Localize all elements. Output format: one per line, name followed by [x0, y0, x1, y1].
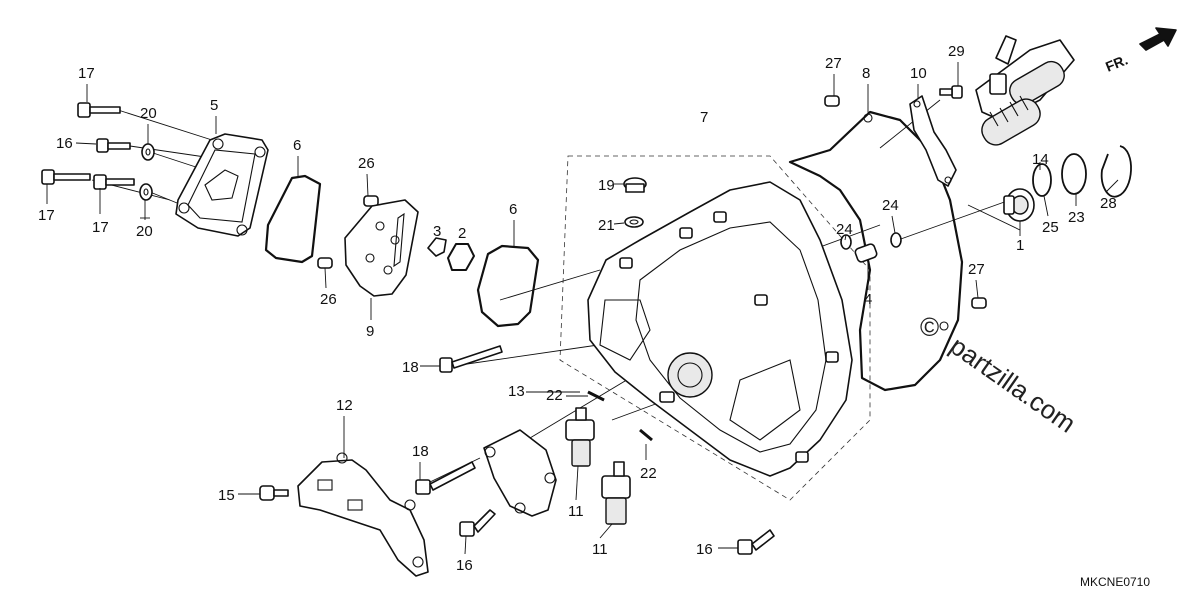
dowel-27-top: [824, 95, 840, 107]
callout-22b: 22: [640, 465, 657, 482]
callout-22a: 22: [546, 387, 563, 404]
callout-11b: 11: [592, 541, 608, 558]
ring-25: [1032, 163, 1052, 197]
watermark-text: partzilla.com: [945, 330, 1082, 438]
callout-26a: 26: [358, 155, 375, 172]
callout-14: 14: [1032, 151, 1049, 168]
callout-16b: 16: [456, 557, 473, 574]
watermark-symbol: ©: [920, 312, 939, 342]
callout-9: 9: [366, 323, 374, 340]
washer-24-right: [890, 232, 902, 248]
bolt-17-top: [77, 102, 121, 118]
callout-3: 3: [433, 223, 441, 240]
callout-20a: 20: [140, 105, 157, 122]
part-21-washer: [624, 216, 644, 228]
callout-8: 8: [862, 65, 870, 82]
gasket-hole-2: [939, 321, 949, 331]
callout-18b: 18: [412, 443, 429, 460]
bolt-18-lower: [415, 461, 476, 495]
part-5-cover: [175, 133, 269, 237]
bolt-15: [259, 485, 289, 501]
washer-20-top: [141, 143, 155, 161]
callout-4: 4: [864, 291, 872, 308]
callout-20b: 20: [136, 223, 153, 240]
callout-18a: 18: [402, 359, 419, 376]
callout-6b: 6: [509, 201, 517, 218]
callout-1: 1: [1016, 237, 1024, 254]
part-3-ring: [427, 237, 447, 257]
callout-11a: 11: [568, 503, 584, 520]
part-11-switch-upper: [565, 407, 595, 467]
part-11-switch-lower: [601, 461, 631, 525]
bolt-17-mid: [93, 174, 135, 190]
callout-leaders: [46, 62, 1119, 555]
callout-6a: 6: [293, 137, 301, 154]
direction-label: FR.: [1103, 51, 1130, 74]
part-19-plug: [623, 177, 647, 193]
callout-13: 13: [508, 383, 525, 400]
bolt-16-left: [96, 138, 131, 153]
diagram-code: MKCNE0710: [1080, 575, 1150, 589]
dowel-27-bottom: [971, 297, 987, 309]
callout-16c: 16: [696, 541, 713, 558]
callout-17a: 17: [78, 65, 95, 82]
part-9-plate: [344, 199, 419, 297]
bolt-17-left: [41, 169, 91, 185]
part-13-bracket: [483, 429, 557, 517]
part-10-bracket: [909, 95, 957, 187]
callout-16a: 16: [56, 135, 73, 152]
gasket-6-right: [476, 244, 540, 328]
part-4-collar: [854, 243, 878, 263]
part-7-main-cover: [587, 181, 853, 477]
callout-15: 15: [218, 487, 235, 504]
callout-24a: 24: [882, 197, 899, 214]
part-14-sensor: [975, 35, 1075, 146]
ring-23: [1061, 153, 1087, 195]
callout-23: 23: [1068, 209, 1085, 226]
bolt-16-lower-left: [459, 509, 496, 537]
bolt-18-upper: [439, 345, 503, 373]
pin-22-upper: [587, 390, 605, 402]
bolt-29: [939, 85, 963, 99]
callout-7: 7: [700, 109, 708, 126]
part-2-seal: [447, 243, 475, 271]
callout-19: 19: [598, 177, 615, 194]
watermark: © partzilla.com: [920, 312, 1081, 439]
part-12-bracket: [297, 452, 429, 577]
front-direction-arrow: FR.: [1103, 27, 1177, 75]
callout-5: 5: [210, 97, 218, 114]
pin-22-lower: [639, 428, 653, 442]
gasket-6-left: [264, 174, 322, 264]
callout-10: 10: [910, 65, 927, 82]
callout-28: 28: [1100, 195, 1117, 212]
part-8-gasket: [788, 110, 964, 392]
bolt-16-lower-right: [737, 529, 775, 555]
washer-20-bottom: [139, 183, 153, 201]
callout-21: 21: [598, 217, 615, 234]
callouts: 17 16 17 17 20 20 5 6 6 26 26 9 3 2 7 19…: [38, 43, 1117, 574]
callout-2: 2: [458, 225, 466, 242]
callout-17b: 17: [38, 207, 55, 224]
callout-12: 12: [336, 397, 353, 414]
callout-25: 25: [1042, 219, 1059, 236]
assembly-outline: [559, 155, 871, 501]
callout-24b: 24: [836, 221, 853, 238]
callout-27a: 27: [825, 55, 842, 72]
circlip-28: [1100, 145, 1132, 198]
callout-27b: 27: [968, 261, 985, 278]
part-1-sensor: [1003, 188, 1035, 222]
callout-29: 29: [948, 43, 965, 60]
callout-17c: 17: [92, 219, 109, 236]
dowel-26-bottom: [317, 257, 333, 269]
callout-26b: 26: [320, 291, 337, 308]
